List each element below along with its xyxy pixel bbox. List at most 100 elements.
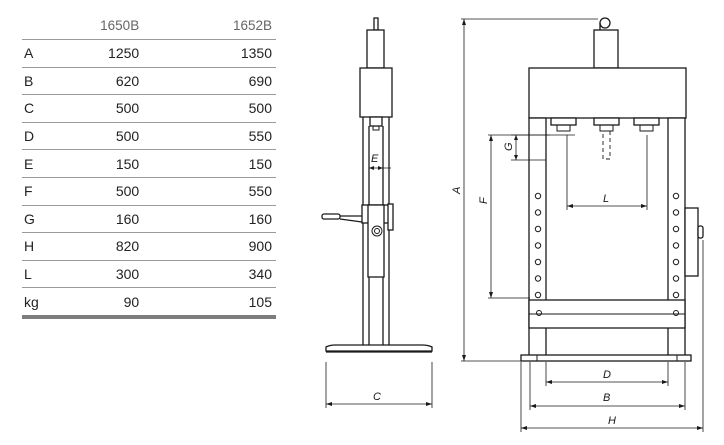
side-pump-body — [367, 204, 385, 278]
column-hole-right — [672, 209, 680, 216]
table-cell-v1: 500 — [61, 176, 140, 206]
side-lever-handle — [321, 213, 341, 220]
dim-f-arrow-bottom — [489, 292, 493, 298]
table-cell-label: D — [22, 121, 62, 150]
front-ram-center-tip — [599, 124, 614, 132]
front-cylinder — [593, 29, 619, 69]
dim-l-arrow-right — [641, 204, 647, 208]
column-hole-right — [672, 258, 680, 266]
table-cell-label: C — [22, 94, 62, 123]
dim-e-arrow-right — [378, 166, 383, 170]
table-cell-label: L — [22, 259, 62, 288]
dim-f-arrow-top — [489, 135, 493, 141]
dim-d-arrow-right — [662, 380, 668, 384]
table-cell-v2: 550 — [139, 176, 276, 206]
column-hole-right — [672, 242, 680, 249]
table-cell-v1: 500 — [61, 94, 140, 123]
dim-c-label: C — [373, 391, 381, 403]
table-cell-v2: 550 — [139, 121, 276, 150]
front-table-pin-right — [673, 310, 679, 316]
side-lever-arm-lower — [339, 218, 363, 223]
dim-d-label: D — [603, 369, 611, 381]
table-cell-v1: 300 — [61, 259, 140, 288]
front-ram-right-tip — [639, 124, 654, 132]
column-hole-left — [534, 291, 542, 299]
front-ram-travel-dashed — [602, 130, 611, 160]
front-ram-left — [550, 117, 577, 126]
table-cell-v1: 820 — [61, 232, 140, 261]
dim-c-arrow-left — [326, 402, 332, 406]
table-cell-label: kg — [22, 287, 62, 319]
header-model-1652b: 1652B — [232, 18, 272, 33]
front-head-block — [528, 67, 687, 119]
dim-b-label: B — [603, 392, 610, 404]
column-hole-left — [534, 258, 542, 266]
front-top-knob — [599, 17, 611, 29]
dim-a-label: A — [451, 187, 463, 195]
dim-a-arrow-bottom — [462, 355, 466, 361]
dim-e-label: E — [371, 153, 379, 165]
side-ram-tip — [372, 125, 380, 131]
table-cell-v2: 105 — [139, 287, 276, 319]
table-cell-v1: 160 — [61, 204, 140, 233]
front-ram-right — [633, 117, 660, 126]
dim-g-arrow-top — [514, 135, 518, 140]
front-ram-center — [593, 117, 620, 126]
dim-f-label: F — [478, 196, 490, 204]
side-gauge-outer — [371, 225, 383, 237]
side-head-block — [359, 67, 393, 118]
table-cell-v1: 500 — [61, 121, 140, 150]
dim-e-arrow-left — [369, 166, 374, 170]
table-cell-v1: 1250 — [61, 39, 140, 68]
front-table-pin-left — [536, 310, 542, 316]
front-view: A F G L D B — [451, 17, 704, 432]
front-base-plate — [520, 354, 692, 362]
dim-h-arrow-right — [697, 426, 703, 430]
table-cell-v1: 620 — [61, 66, 140, 95]
column-hole-right — [672, 192, 680, 200]
front-pump-lever — [697, 225, 704, 239]
dim-g-label: G — [503, 142, 515, 151]
dim-h-arrow-left — [521, 426, 527, 430]
side-ram — [369, 116, 383, 127]
side-top-rod — [373, 17, 379, 31]
table-cell-label: F — [22, 176, 62, 206]
table-header-row: 1650B 1652B — [22, 12, 276, 40]
side-base-plate — [325, 344, 433, 352]
table-cell-label: B — [22, 66, 62, 95]
side-cylinder — [366, 29, 385, 69]
table-cell-label: H — [22, 232, 62, 261]
table-cell-v2: 690 — [139, 66, 276, 95]
front-pump-body — [684, 207, 699, 277]
table-cell-v1: 150 — [61, 149, 140, 178]
dim-a-arrow-top — [462, 19, 466, 25]
table-cell-v2: 500 — [139, 94, 276, 123]
table-cell-v2: 150 — [139, 149, 276, 178]
table-cell-v2: 1350 — [139, 39, 276, 68]
column-hole-left — [534, 242, 542, 249]
column-hole-left — [534, 192, 542, 200]
front-rams — [550, 117, 660, 132]
header-model-1650b: 1650B — [100, 18, 140, 33]
table-cell-v2: 900 — [139, 232, 276, 261]
dim-h-label: H — [608, 415, 616, 427]
dim-g-arrow-bottom — [514, 155, 518, 160]
dim-d-arrow-left — [546, 380, 552, 384]
dim-c-arrow-right — [426, 402, 432, 406]
dim-l-label: L — [603, 193, 609, 205]
side-gauge-inner — [374, 228, 380, 234]
column-hole-right — [672, 275, 680, 282]
table-cell-label: E — [22, 149, 62, 178]
table-cell-label: G — [22, 204, 62, 233]
